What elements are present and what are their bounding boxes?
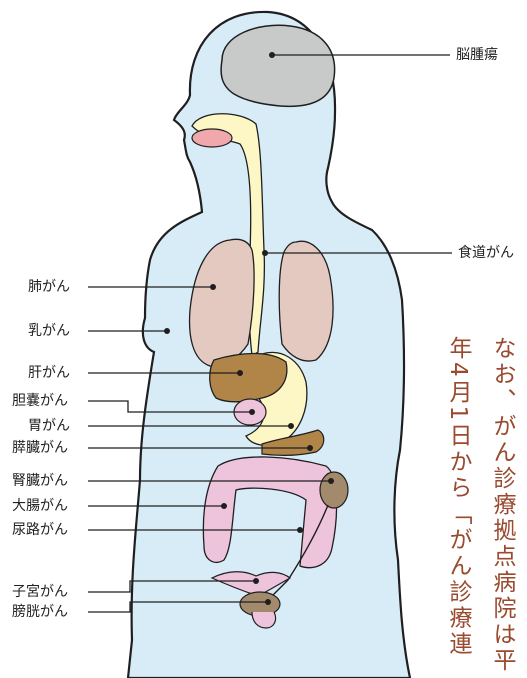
label-colorectal: 大腸がん	[12, 498, 68, 514]
dot-gallbladder	[249, 409, 255, 415]
dot-stomach	[288, 423, 294, 429]
label-breast: 乳がん	[28, 323, 70, 339]
mouth-organ	[192, 129, 232, 147]
label-lung: 肺がん	[28, 279, 70, 295]
dot-pancreatic	[307, 445, 313, 451]
dot-urinary-tract	[297, 527, 303, 533]
label-urinary-tract: 尿路がん	[12, 522, 68, 538]
dot-breast	[164, 328, 170, 334]
dot-brain-tumor	[269, 52, 275, 58]
brain-organ	[221, 25, 335, 106]
label-stomach: 胃がん	[28, 418, 70, 434]
dot-kidney	[328, 478, 334, 484]
dot-colorectal	[221, 503, 227, 509]
side-text-line2: 年4月1日から「がん診療連	[444, 336, 472, 657]
dot-uterine	[253, 578, 259, 584]
kidney-organ	[320, 472, 348, 508]
label-uterine: 子宮がん	[12, 584, 68, 600]
label-kidney: 腎臓がん	[12, 473, 68, 489]
label-gallbladder: 胆嚢がん	[12, 393, 68, 409]
label-bladder: 膀胱がん	[12, 604, 68, 620]
dot-bladder	[265, 599, 271, 605]
dot-esophageal	[262, 250, 268, 256]
label-esophageal: 食道がん	[458, 245, 514, 261]
side-text-line1: なお、がん診療拠点病院は平	[488, 336, 516, 674]
label-brain-tumor: 脳腫瘍	[456, 47, 498, 63]
label-liver: 肝がん	[28, 365, 70, 381]
dot-liver	[237, 370, 243, 376]
dot-lung	[210, 284, 216, 290]
label-pancreatic: 膵臓がん	[12, 440, 68, 456]
right-lung-organ	[279, 241, 333, 361]
